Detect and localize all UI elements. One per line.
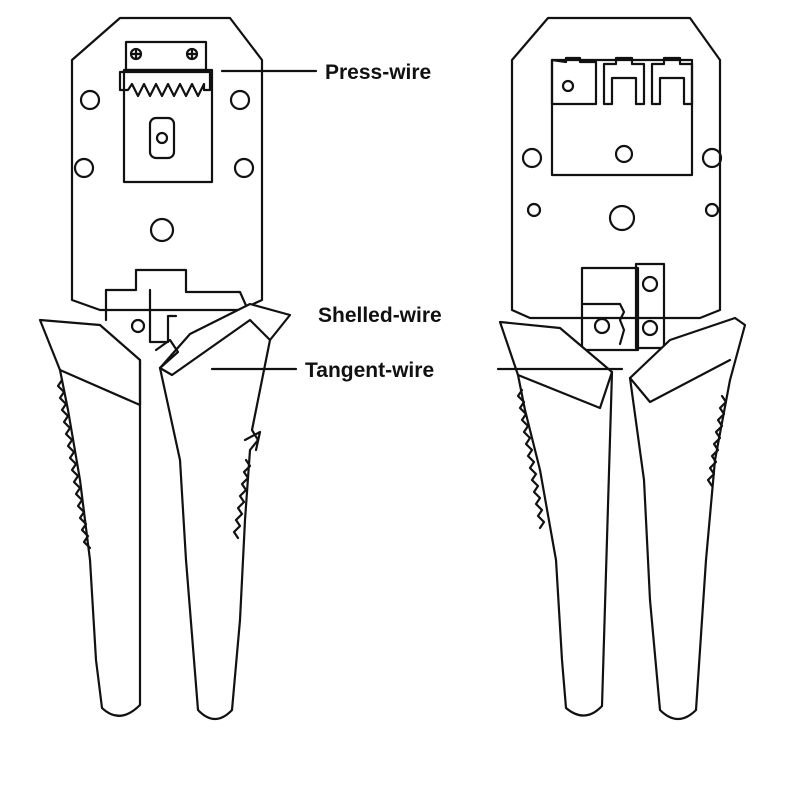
right-handle-2: [628, 316, 747, 721]
label-shelled-wire: Shelled-wire: [318, 304, 442, 327]
callout-tangent-wire: Tangent-wire: [210, 359, 624, 382]
screw-icon: [129, 47, 199, 61]
right-jack-die: [550, 58, 694, 177]
right-crimper: [498, 16, 747, 721]
right-handle-1: [498, 320, 614, 717]
right-crimper-head: [510, 16, 722, 320]
left-press-teeth: [118, 70, 212, 98]
left-handle-1: [38, 318, 142, 717]
right-stripper-block: [580, 266, 640, 352]
left-crimper-head: [70, 16, 264, 312]
label-tangent-wire: Tangent-wire: [305, 359, 434, 382]
callout-shelled-wire: Shelled-wire: [318, 304, 442, 327]
callout-press-wire: Press-wire: [220, 61, 431, 84]
left-crimper: [38, 16, 292, 721]
label-press-wire: Press-wire: [325, 61, 431, 84]
left-handle-2: [158, 302, 292, 721]
